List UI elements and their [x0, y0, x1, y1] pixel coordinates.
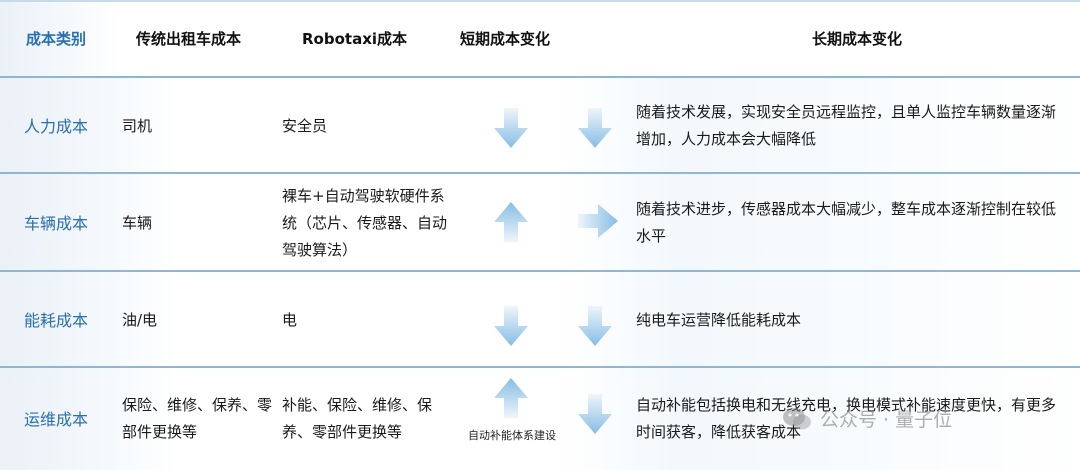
header-traditional: 传统出租车成本 [136, 29, 242, 48]
row-long-term: 纯电车运营降低能耗成本 [636, 310, 802, 329]
header-background [0, 2, 1080, 76]
watermark: 公众号 · 量子位 [782, 405, 952, 432]
table-row: 运维成本 保险、维修、保养、零部件更换等 补能、保险、维修、保养、零部件更换等 … [0, 366, 1080, 470]
row-robotaxi: 电 [282, 310, 298, 329]
header-robotaxi: Robotaxi成本 [302, 29, 408, 48]
row-long-term: 自动补能包括换电和无线充电，换电模式补能速度更快，有更多时间获客，降低获客成本 [636, 396, 1057, 441]
arrow-down-icon [494, 306, 528, 346]
row-category: 人力成本 [23, 116, 88, 136]
table-row: 车辆成本 车辆 裸车+自动驾驶软硬件系统（芯片、传感器、自动驾驶算法） 随着技术… [0, 172, 1080, 272]
table-header-row: 成本类别 传统出租车成本 Robotaxi成本 短期成本变化 长期成本变化 [0, 0, 1080, 76]
short-term-note: 自动补能体系建设 [468, 429, 556, 442]
table-row: 人力成本 司机 安全员 随着技术发展，实现安全员远程监控，且单人监控车辆数量逐渐… [0, 76, 1080, 174]
arrow-down-icon [578, 108, 612, 148]
row-background [0, 272, 1080, 368]
header-short-term: 短期成本变化 [460, 29, 551, 48]
row-traditional: 车辆 [122, 213, 153, 232]
arrow-up-icon [494, 202, 528, 242]
arrow-up-icon [494, 378, 528, 418]
row-category: 运维成本 [23, 409, 88, 429]
row-robotaxi: 裸车+自动驾驶软硬件系统（芯片、传感器、自动驾驶算法） [282, 186, 448, 259]
row-background [0, 368, 1080, 470]
row-long-term: 随着技术进步，传感器成本大幅减少，整车成本逐渐控制在较低水平 [636, 200, 1057, 245]
row-traditional: 保险、维修、保养、零部件更换等 [122, 396, 273, 441]
row-robotaxi: 补能、保险、维修、保养、零部件更换等 [282, 396, 433, 441]
row-long-term: 随着技术发展，实现安全员远程监控，且单人监控车辆数量逐渐增加，人力成本会大幅降低 [636, 103, 1057, 148]
arrow-down-icon [494, 108, 528, 148]
row-category: 能耗成本 [23, 310, 88, 330]
header-category: 成本类别 [25, 29, 86, 48]
row-robotaxi: 安全员 [282, 116, 328, 135]
row-traditional: 司机 [122, 116, 153, 135]
row-category: 车辆成本 [23, 213, 88, 233]
arrow-right-icon [578, 204, 618, 238]
row-background [0, 78, 1080, 174]
watermark-text: 公众号 · 量子位 [820, 409, 953, 431]
row-traditional: 油/电 [122, 310, 158, 329]
arrow-down-icon [578, 306, 612, 346]
row-background [0, 174, 1080, 272]
arrow-down-icon [578, 394, 612, 434]
table-row: 能耗成本 油/电 电 纯电车运营降低能耗成本 [0, 270, 1080, 368]
header-long-term: 长期成本变化 [812, 29, 903, 48]
wechat-icon [783, 407, 811, 429]
